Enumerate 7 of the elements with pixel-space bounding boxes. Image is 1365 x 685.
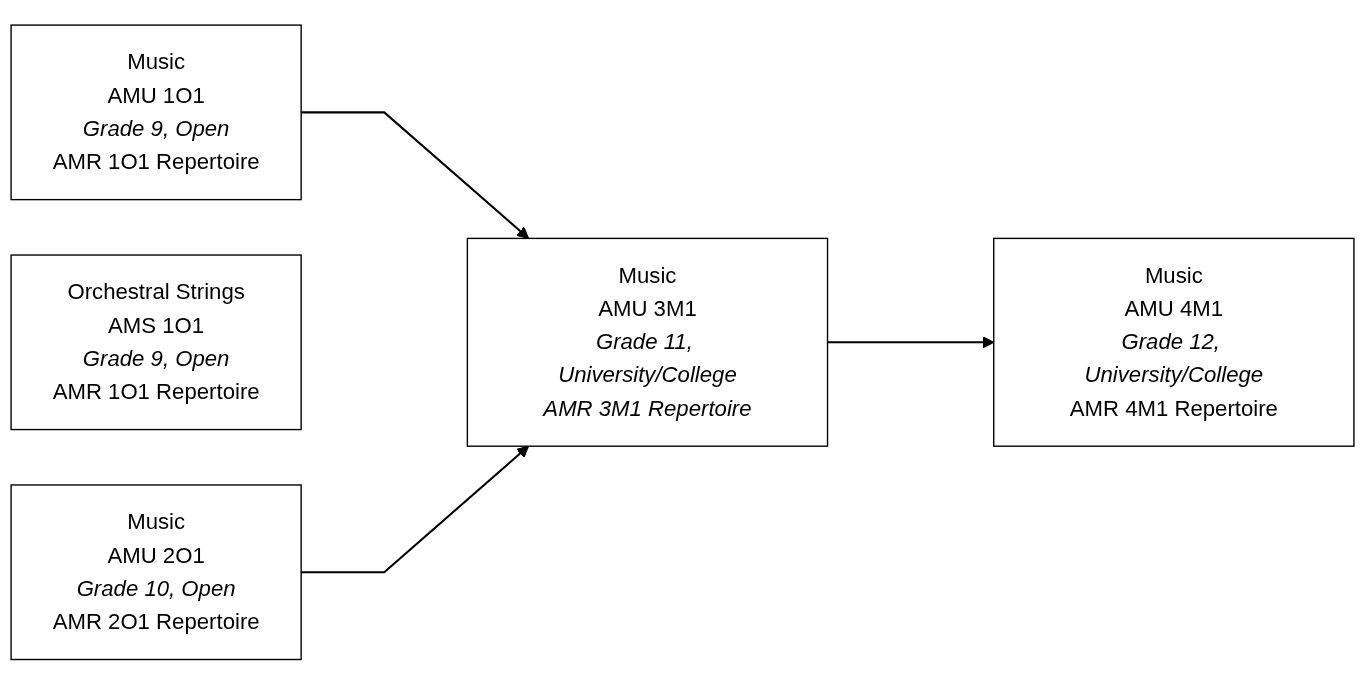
node-box: Music AMU 2O1 Grade 10, Open AMR 2O1 Repertoire	[10, 484, 302, 661]
node-box: Music AMU 1O1 Grade 9, Open AMR 1O1 Repertoire	[10, 24, 302, 201]
node-box: Orchestral Strings AMS 1O1 Grade 9, Open AMR 1O1 Repertoire	[10, 254, 302, 431]
node-box: Music AMU 3M1 Grade 11, University/College AMR 3M1 Repertoire	[466, 237, 829, 448]
arrow	[301, 111, 530, 240]
node-box: Music AMU 4M1 Grade 12, University/College AMR 4M1 Repertoire	[993, 237, 1355, 448]
arrow	[301, 445, 530, 574]
